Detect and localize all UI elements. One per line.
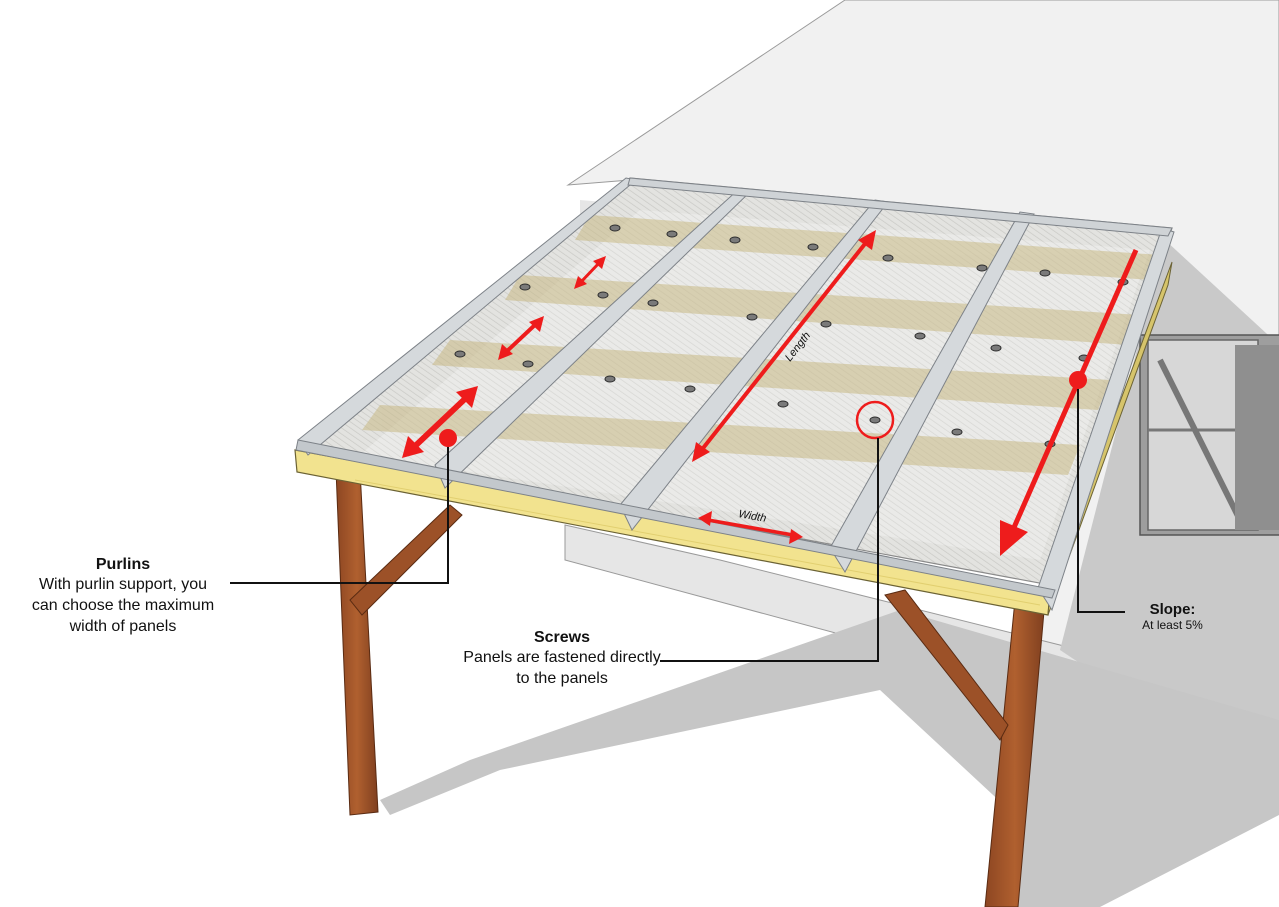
slope-marker-dot — [1069, 371, 1087, 389]
screws-callout: Screws Panels are fastened directly to t… — [462, 629, 662, 689]
purlins-callout: Purlins With purlin support, you can cho… — [30, 556, 216, 637]
slope-title: Slope: — [1125, 601, 1220, 618]
slope-callout: Slope: At least 5% — [1125, 601, 1220, 633]
purlins-marker-dot — [439, 429, 457, 447]
purlins-title: Purlins — [30, 556, 216, 574]
purlins-description: With purlin support, you can choose the … — [30, 574, 216, 637]
slope-description: At least 5% — [1125, 618, 1220, 633]
screws-description: Panels are fastened directly to the pane… — [462, 647, 662, 689]
screws-title: Screws — [462, 629, 662, 647]
wall-window — [1140, 335, 1279, 535]
